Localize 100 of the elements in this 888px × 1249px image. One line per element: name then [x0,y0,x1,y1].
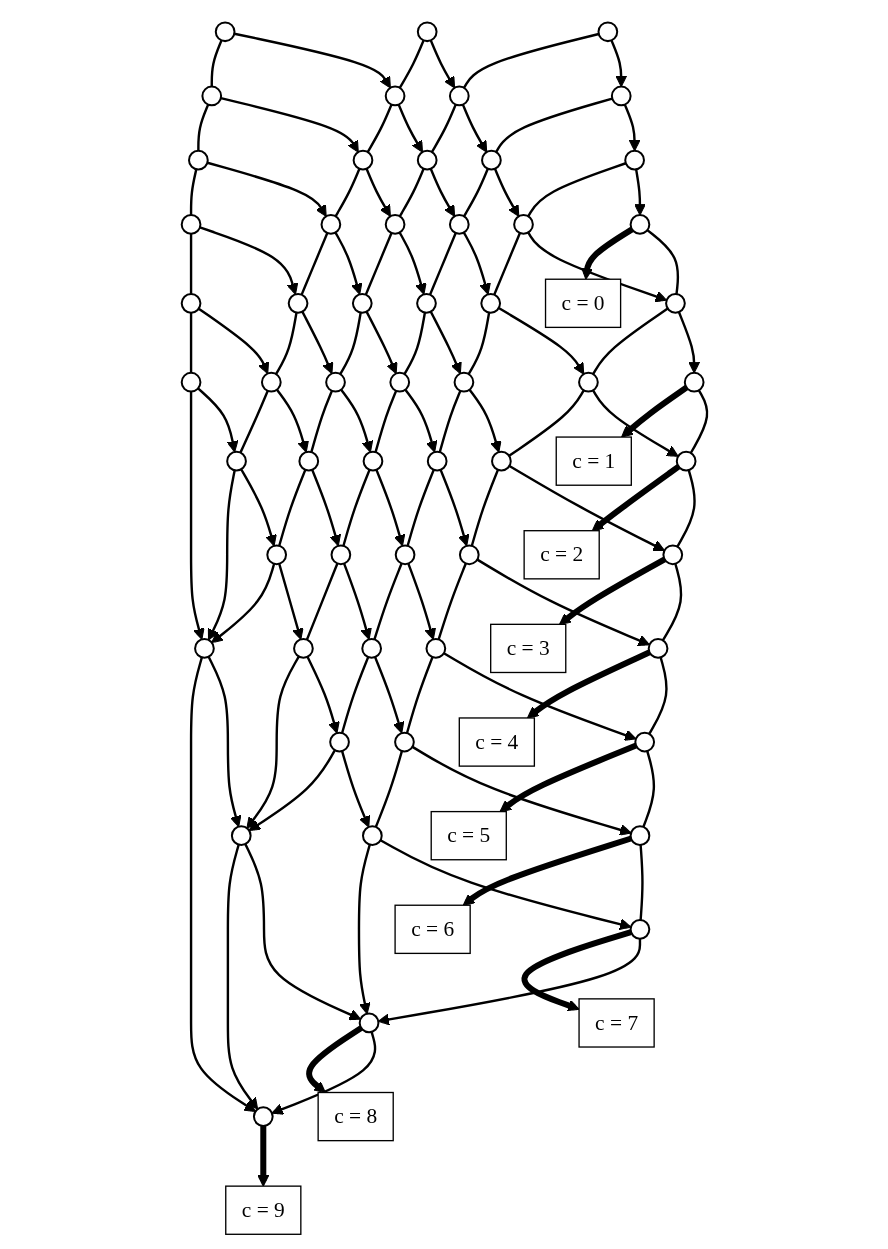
node-circle [298,450,319,471]
arrow [429,39,455,88]
node-circle [416,149,438,171]
arrow [310,468,341,546]
connector [470,468,499,546]
connector [437,562,467,640]
connector [639,844,644,920]
arrow [508,464,665,551]
arrow [257,1125,269,1187]
node-circle [225,450,247,471]
arrow [196,387,238,452]
node-circle [358,1012,379,1033]
arrow [377,938,641,1025]
arrow [277,562,304,640]
node-circle [629,918,650,940]
arrow [374,468,405,546]
node-circle [647,637,668,659]
arrow [239,468,277,546]
arrow [248,749,336,831]
connector [647,656,668,734]
node-circle [384,85,406,106]
connector [196,103,209,151]
arrow [339,388,373,453]
arrow [406,562,436,640]
arrow [429,310,462,374]
node-circle [351,292,373,314]
node-circle [577,371,599,393]
node-circle [675,450,697,471]
node-circle [320,213,341,235]
node-circle [180,371,201,393]
connector [300,232,328,295]
connector [189,233,192,294]
connector [398,39,425,88]
connector [526,161,626,217]
node-circle [479,292,501,314]
arrow [300,310,333,374]
node-circle [180,292,201,314]
node-circle [180,213,201,235]
arrow [233,32,391,88]
arrow [397,103,423,153]
node-circle [629,824,650,846]
arrow [357,843,371,1014]
arrow [591,389,679,457]
arrow [620,384,688,438]
connector [492,232,521,295]
connector [210,39,223,87]
arrow [189,391,205,640]
node-box: c = 4 [458,716,535,767]
connector [438,389,462,452]
connector [373,389,397,452]
arrow [461,103,487,153]
node-circle [512,213,534,235]
connector [661,562,682,641]
arrow [243,843,361,1020]
connector [403,311,426,375]
node-circle [394,543,416,565]
connector [277,468,306,546]
arrow [476,558,650,646]
connector [309,389,333,452]
connector [591,307,668,375]
node-circle [230,824,252,846]
node-circle [388,371,410,393]
node-circle [683,371,705,393]
connector [406,468,435,546]
arrow [462,231,491,295]
node-circle [664,292,686,314]
connector [646,228,679,294]
node-circle [361,824,383,846]
node-circle [360,637,382,659]
node-circle [328,731,350,752]
arrow [526,649,651,718]
node-circle [252,1105,274,1127]
node-circle [260,371,282,393]
connector [274,311,298,375]
arrow [591,463,680,531]
connector [340,656,369,733]
node-box: c = 1 [555,435,632,486]
arrow [403,388,437,453]
node-circle [287,292,309,314]
connector [428,232,457,295]
arrow [340,750,370,828]
arrow [365,167,391,217]
node-box: c = 2 [523,529,600,579]
connector [494,96,613,153]
arrow [334,231,363,295]
arrow [497,306,584,375]
connector [364,232,393,295]
arrow [499,742,637,812]
arrow [442,651,636,741]
node-circle [330,543,351,565]
node-circle [448,85,470,106]
arrow [429,167,455,217]
connector [189,168,198,215]
connector [366,103,393,153]
node-circle [453,371,474,393]
arrow [462,835,632,906]
arrow [373,656,404,734]
node-circle [629,213,650,235]
arrow [609,39,627,87]
connector [374,750,403,827]
